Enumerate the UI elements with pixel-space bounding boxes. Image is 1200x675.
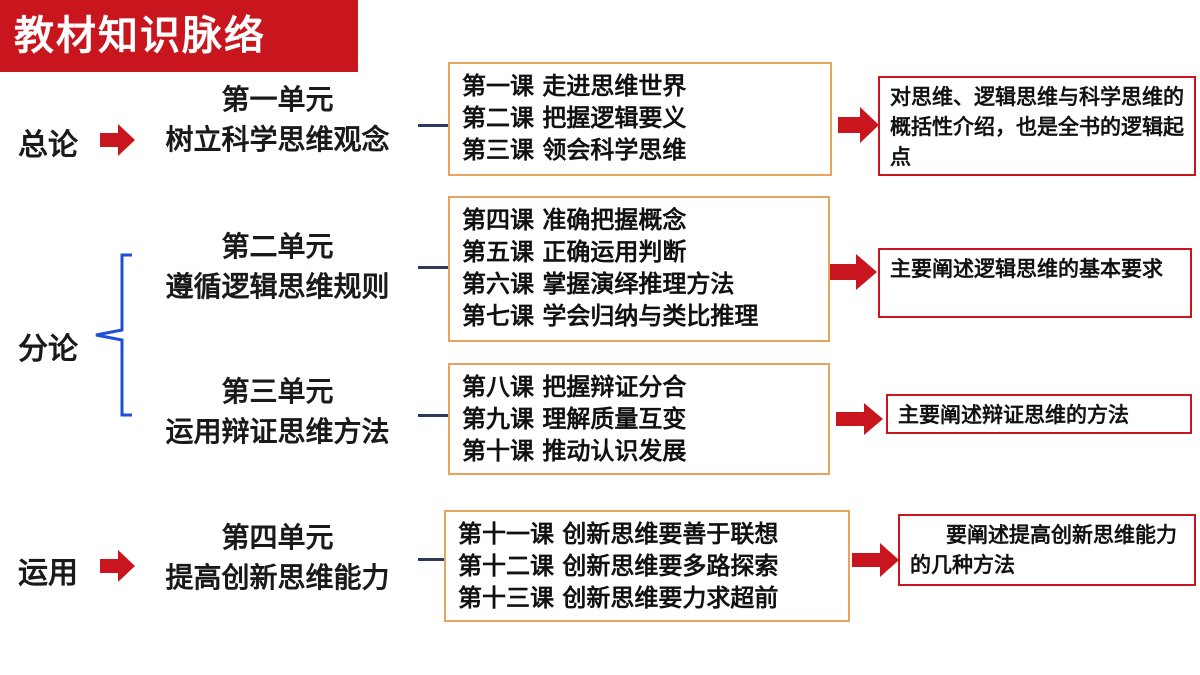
brace-icon — [95, 253, 132, 417]
section-label-general: 总论 — [18, 128, 78, 163]
lesson-box-unit-4: 第十一课 创新思维要善于联想 第十二课 创新思维要多路探索 第十三课 创新思维要… — [444, 510, 850, 622]
unit-name: 第一单元 — [221, 83, 334, 116]
lesson-item: 第八课 把握辩证分合 — [462, 373, 687, 401]
unit-name: 第二单元 — [221, 230, 334, 263]
unit-name: 第四单元 — [221, 521, 334, 554]
connector-line — [418, 266, 448, 269]
lesson-item: 第一课 走进思维世界 — [462, 72, 687, 100]
lesson-box-unit-3: 第八课 把握辩证分合 第九课 理解质量互变 第十课 推动认识发展 — [448, 363, 830, 475]
unit-1-title: 第一单元 树立科学思维观念 — [140, 80, 415, 160]
section-label-parts: 分论 — [18, 332, 78, 367]
lesson-item: 第四课 准确把握概念 — [462, 206, 687, 234]
lesson-item: 第十二课 创新思维要多路探索 — [458, 552, 779, 580]
lesson-item: 第十三课 创新思维要力求超前 — [458, 584, 779, 612]
connector-line — [418, 558, 444, 561]
lesson-box-unit-1: 第一课 走进思维世界 第二课 把握逻辑要义 第三课 领会科学思维 — [448, 62, 832, 176]
page-title: 教材知识脉络 — [0, 0, 358, 72]
summary-unit-3: 主要阐述辩证思维的方法 — [886, 394, 1192, 434]
arrow-right-icon — [830, 254, 877, 290]
summary-unit-2: 主要阐述逻辑思维的基本要求 — [878, 248, 1192, 318]
arrow-right-icon — [852, 543, 899, 577]
lesson-box-unit-2: 第四课 准确把握概念 第五课 正确运用判断 第六课 掌握演绎推理方法 第七课 学… — [448, 196, 830, 342]
lesson-item: 第五课 正确运用判断 — [462, 238, 687, 266]
unit-subtitle: 遵循逻辑思维规则 — [165, 270, 390, 303]
unit-subtitle: 运用辩证思维方法 — [165, 415, 390, 448]
unit-subtitle: 提高创新思维能力 — [165, 561, 390, 594]
unit-4-title: 第四单元 提高创新思维能力 — [140, 518, 415, 598]
lesson-item: 第七课 学会归纳与类比推理 — [462, 302, 759, 330]
unit-subtitle: 树立科学思维观念 — [165, 123, 390, 156]
lesson-item: 第三课 领会科学思维 — [462, 136, 687, 164]
lesson-item: 第十课 推动认识发展 — [462, 437, 687, 465]
connector-line — [418, 124, 448, 127]
arrow-right-icon — [836, 403, 883, 435]
lesson-item: 第九课 理解质量互变 — [462, 405, 687, 433]
arrow-right-icon — [100, 550, 135, 582]
unit-2-title: 第二单元 遵循逻辑思维规则 — [140, 227, 415, 307]
summary-unit-4: 要阐述提高创新思维能力的几种方法 — [898, 514, 1196, 586]
arrow-right-icon — [838, 107, 879, 143]
lesson-item: 第六课 掌握演绎推理方法 — [462, 270, 735, 298]
unit-3-title: 第三单元 运用辩证思维方法 — [140, 372, 415, 452]
lesson-item: 第十一课 创新思维要善于联想 — [458, 520, 779, 548]
unit-name: 第三单元 — [221, 375, 334, 408]
section-label-application: 运用 — [18, 556, 78, 591]
arrow-right-icon — [100, 124, 135, 156]
connector-line — [418, 414, 448, 417]
summary-unit-1: 对思维、逻辑思维与科学思维的概括性介绍，也是全书的逻辑起点 — [878, 76, 1196, 176]
lesson-item: 第二课 把握逻辑要义 — [462, 104, 687, 132]
